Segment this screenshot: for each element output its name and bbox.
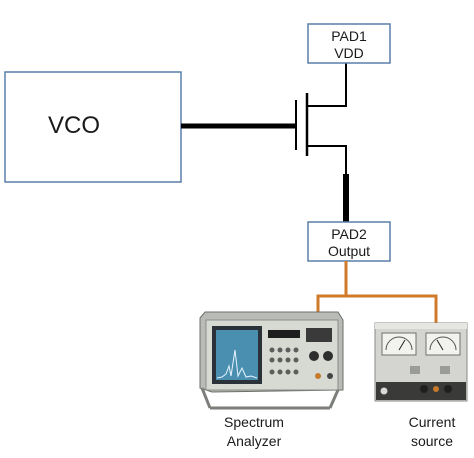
current-source-instrument [374, 322, 468, 402]
spectrum-analyzer-instrument [199, 311, 344, 410]
pad1-name: PAD1 [331, 28, 367, 44]
pad1-label: PAD1 VDD [308, 28, 390, 62]
spectrum-analyzer-label: Spectrum Analyzer [200, 413, 308, 451]
current-source-label: Current source [392, 413, 472, 451]
pad2-label: PAD2 Output [308, 226, 390, 260]
pad1-signal: VDD [334, 45, 364, 61]
pad2-signal: Output [327, 243, 371, 259]
pad2-name: PAD2 [331, 226, 367, 242]
vco-label: VCO [48, 112, 101, 139]
pad1-box [307, 23, 391, 64]
vco-block [4, 71, 182, 183]
spectrum-analyzer-line1: Spectrum [224, 414, 284, 430]
current-source-line1: Current [408, 414, 456, 430]
current-source-line2: source [410, 433, 454, 449]
pad2-box [307, 221, 391, 262]
mosfet-transistor [295, 63, 347, 174]
spectrum-analyzer-line2: Analyzer [226, 433, 282, 449]
